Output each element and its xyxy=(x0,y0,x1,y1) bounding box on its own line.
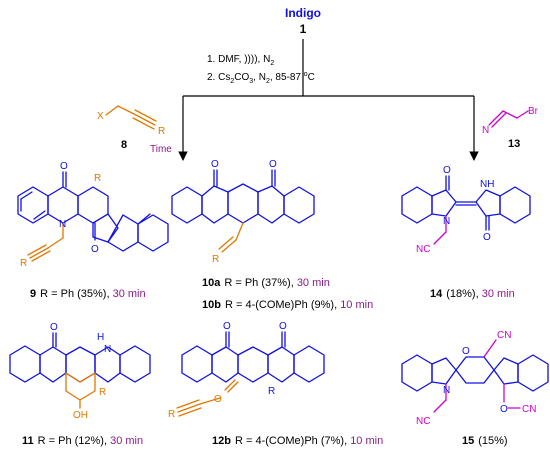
caption-product-14: 14(18%), 30 min xyxy=(430,288,515,300)
product-15-o-label: O xyxy=(462,346,470,357)
reagent-13-br-label: Br xyxy=(528,106,539,117)
product-11-structure xyxy=(9,332,151,383)
product-11-n-label: N xyxy=(104,344,111,355)
reagent-13-n-label: N xyxy=(482,125,489,136)
product-10a-substituent xyxy=(218,222,244,253)
product-12b-o-label: O xyxy=(223,321,231,332)
product-10a-o-label: O xyxy=(211,159,219,170)
product-14-nc-label: NC xyxy=(416,244,430,255)
product-14-substituent xyxy=(433,215,447,245)
product-14-nh-label: NH xyxy=(480,179,494,190)
product-10a-o2-label: O xyxy=(269,159,277,170)
product-9-structure xyxy=(17,171,169,252)
product-11-h-label: H xyxy=(97,332,104,343)
product-15-cn-label: CN xyxy=(497,330,511,341)
product-12b-structure xyxy=(181,331,325,383)
product-10a-structure xyxy=(171,169,315,224)
product-14-n-label: N xyxy=(443,216,450,227)
product-11-oh-label: OH xyxy=(73,410,88,421)
product-14-o-label: O xyxy=(443,165,451,176)
reagent-8-number: 8 xyxy=(121,139,127,151)
product-11-r-label: R xyxy=(99,387,106,398)
product-12b-o3-label: O xyxy=(214,394,222,405)
product-9-o-label: O xyxy=(60,161,68,172)
product-15-n-label: N xyxy=(443,385,450,396)
product-11-substituent xyxy=(65,372,96,409)
condition-step-1: 1. DMF, )))), N2 xyxy=(207,54,274,67)
product-14-structure xyxy=(401,175,531,231)
starting-material-name: Indigo xyxy=(285,6,321,20)
product-15-cn2-label: CN xyxy=(522,404,536,415)
product-15-nc-label: NC xyxy=(416,416,430,427)
product-9-r2-label: R xyxy=(20,258,27,269)
product-15-structure xyxy=(401,354,549,392)
product-9-o2-label: O xyxy=(91,244,99,255)
product-12b-o2-label: O xyxy=(279,321,287,332)
product-11-o-label: O xyxy=(50,322,58,333)
reagent-8-structure xyxy=(105,105,157,130)
condition-step-2: 2. Cs2CO3, N2, 85-87 oC xyxy=(207,71,315,85)
reagent-13-number: 13 xyxy=(508,138,520,150)
reagent-8-r-label: R xyxy=(158,126,165,137)
caption-product-15: 15(15%) xyxy=(462,435,508,447)
product-9-n-label: N xyxy=(59,219,66,230)
product-15-substituent xyxy=(433,339,521,413)
product-12b-r2-label: R xyxy=(168,409,175,420)
product-12b-r-label: R xyxy=(268,386,275,397)
reagent-8-x-label: X xyxy=(97,111,104,122)
reagent-8-time-label: Time xyxy=(150,144,172,155)
reagent-13-structure xyxy=(488,110,529,128)
product-9-substituent xyxy=(27,222,64,262)
product-14-o2-label: O xyxy=(483,232,491,243)
product-9-r-label: R xyxy=(94,173,101,184)
starting-material-number: 1 xyxy=(300,22,307,36)
product-10a-r-label: R xyxy=(212,254,219,265)
product-15-o2-label: O xyxy=(500,404,508,415)
product-12b-substituent xyxy=(176,379,239,417)
